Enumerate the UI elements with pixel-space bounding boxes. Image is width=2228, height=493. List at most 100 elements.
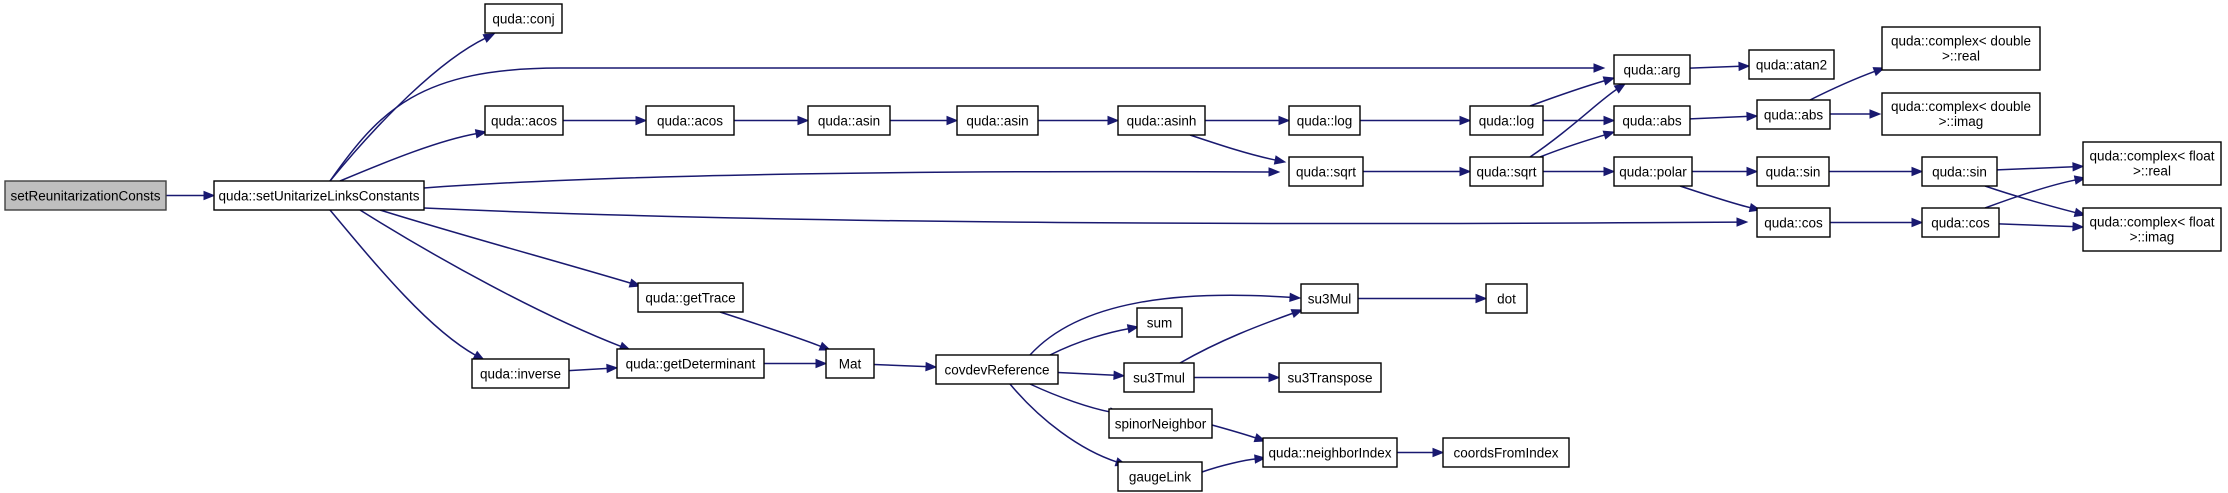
node-su3Mul[interactable]: su3Mul [1300,283,1359,314]
node-box [1469,105,1544,136]
node-acos2[interactable]: quda::acos [645,105,735,136]
node-label: quda::complex< double [1891,34,2031,49]
arrowhead-icon [1603,115,1616,126]
node-box [1278,362,1382,393]
edge-line [1057,371,1116,377]
edge-line [1189,134,1277,161]
node-sum[interactable]: sum [1136,307,1183,338]
node-neighborIndex[interactable]: quda::neighborIndex [1262,437,1398,468]
edge-polar-to-cos1 [1679,185,1762,213]
node-box [1881,26,2041,71]
node-box [1881,92,2041,136]
node-mat[interactable]: Mat [825,348,875,379]
node-box [471,358,570,389]
node-inverse[interactable]: quda::inverse [471,358,570,389]
node-arg[interactable]: quda::arg [1613,54,1691,85]
node-sin1[interactable]: quda::sin [1756,156,1830,187]
arrowhead-icon [1911,217,1924,228]
node-atan2[interactable]: quda::atan2 [1748,49,1835,80]
edge-asinh-to-log1 [1205,115,1291,126]
node-abs2[interactable]: quda::abs [1756,99,1831,130]
edge-sqrt2-to-abs1 [1539,130,1616,158]
arrowhead-icon [1603,166,1616,177]
node-label: Mat [839,357,862,372]
node-su3Transpose[interactable]: su3Transpose [1278,362,1382,393]
arrowhead-icon [1602,76,1616,86]
edge-setUnitarize-to-conj [329,33,496,182]
node-dot[interactable]: dot [1485,283,1528,314]
node-box [1136,307,1183,338]
node-cos2[interactable]: quda::cos [1921,207,2000,238]
node-label: quda::abs [1622,114,1682,129]
edge-neighborIndex-to-coordsFromIndex [1397,447,1445,458]
arrowhead-icon [1475,293,1488,304]
edge-line [1029,383,1112,413]
node-cfImag[interactable]: quda::complex< float>::imag [2082,207,2222,252]
arrowhead-icon [797,115,810,126]
node-abs1[interactable]: quda::abs [1613,105,1691,136]
node-acos1[interactable]: quda::acos [484,105,564,136]
arrowhead-icon [1278,115,1291,126]
node-su3Tmul[interactable]: su3Tmul [1123,362,1195,393]
edge-inverse-to-getDet [568,363,619,374]
node-box [807,105,891,136]
node-coordsFromIndex[interactable]: coordsFromIndex [1442,437,1570,468]
edge-sin1-to-sin2 [1829,166,1924,177]
node-polar[interactable]: quda::polar [1613,156,1693,187]
node-label: quda::asinh [1127,114,1197,129]
node-gaugeLink[interactable]: gaugeLink [1117,461,1203,492]
edge-setUnitarize-to-inverse [329,209,486,361]
node-cdImag[interactable]: quda::complex< double>::imag [1881,92,2041,136]
node-asin1[interactable]: quda::asin [807,105,891,136]
arrowhead-icon [474,129,488,139]
node-box [484,105,564,136]
node-asin2[interactable]: quda::asin [956,105,1039,136]
node-spinorNeighbor[interactable]: spinorNeighbor [1108,408,1213,439]
edge-line [1679,185,1752,209]
edge-log2-to-arg [1529,76,1616,107]
node-label: gaugeLink [1129,470,1192,485]
edge-su3Tmul-to-su3Transpose [1194,372,1281,383]
node-sqrt1[interactable]: quda::sqrt [1288,156,1364,187]
node-asinh[interactable]: quda::asinh [1117,105,1206,136]
node-sin2[interactable]: quda::sin [1921,156,1998,187]
node-label: quda::polar [1619,165,1687,180]
node-setUnitarize[interactable]: quda::setUnitarizeLinksConstants [213,180,425,211]
node-label: su3Transpose [1287,371,1372,386]
arrowhead-icon [1107,115,1120,126]
node-label: quda::sin [1932,165,1987,180]
node-log1[interactable]: quda::log [1288,105,1361,136]
arrowhead-icon [1268,167,1281,177]
node-label: quda::neighborIndex [1268,446,1391,461]
edge-cos2-to-cfImag [1998,221,2085,232]
arrowhead-icon [815,358,828,369]
edge-setUnitarize-to-sqrt1 [423,167,1281,189]
arrowhead-icon [1746,111,1759,122]
edge-log2-to-abs1 [1543,115,1616,126]
node-getTrace[interactable]: quda::getTrace [637,282,744,313]
node-cos1[interactable]: quda::cos [1756,207,1831,238]
node-label: quda::complex< double [1891,99,2031,114]
node-conj[interactable]: quda::conj [484,3,563,34]
node-covdev[interactable]: covdevReference [935,354,1059,385]
node-root[interactable]: setReunitarizationConsts [4,180,167,211]
node-box [825,348,875,379]
edge-line [1211,424,1257,439]
edge-covdev-to-su3Mul [1029,292,1302,356]
edge-acos2-to-asin1 [734,115,810,126]
node-label: su3Tmul [1133,371,1185,386]
node-box [4,180,167,211]
node-log2[interactable]: quda::log [1469,105,1544,136]
edge-line [359,209,622,348]
edge-cos2-to-cfReal [1984,175,2087,209]
arrowhead-icon [1869,109,1882,119]
edge-line [1984,185,2077,214]
arrowhead-icon [1432,447,1445,458]
arrowhead-icon [1613,83,1627,94]
node-cdReal[interactable]: quda::complex< double>::real [1881,26,2041,71]
edge-line [1689,115,1749,120]
node-sqrt2[interactable]: quda::sqrt [1469,156,1544,187]
node-getDet[interactable]: quda::getDeterminant [616,348,765,379]
node-cfReal[interactable]: quda::complex< float>::real [2082,141,2222,186]
node-label: quda::arg [1623,63,1680,78]
